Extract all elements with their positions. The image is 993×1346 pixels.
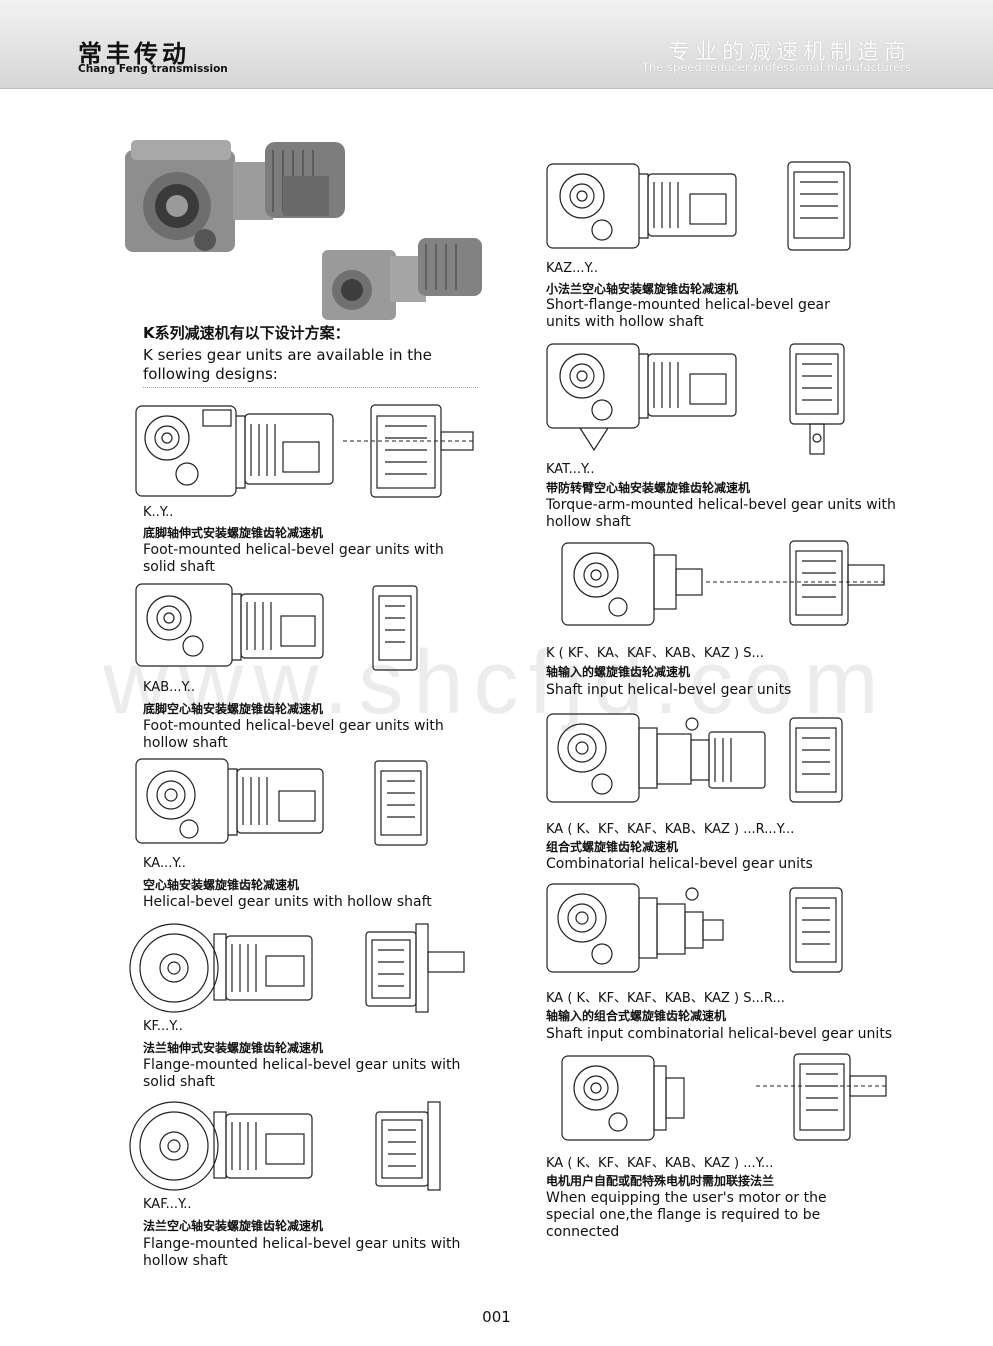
drawing-kab-y [135,583,418,671]
intro-heading-en: K series gear units are available in the… [143,346,432,383]
design-code: K ( KF、KA、KAF、KAB、KAZ ) S... [546,646,764,661]
slogan-cn: 专业的减速机制造商 [667,40,911,65]
design-code: K..Y.. [143,505,174,520]
design-code: KAF...Y.. [143,1197,192,1212]
page-header: 常丰传动 Chang Feng transmission 专业的减速机制造商 T… [0,0,993,89]
design-code: KF...Y.. [143,1019,183,1034]
design-name-en: Flange-mounted helical-bevel gear units … [143,1236,461,1269]
design-name-en: Foot-mounted helical-bevel gear units wi… [143,542,444,575]
watermark: www.shcfjd.com [103,633,889,733]
design-name-en: Short-flange-mounted helical-bevel gear … [546,297,830,330]
design-name-en: When equipping the user's motor or the s… [546,1190,827,1240]
drawing-kat-y [546,343,845,455]
design-name-cn: 组合式螺旋锥齿轮减速机 [546,840,679,854]
design-name-cn: 法兰空心轴安装螺旋锥齿轮减速机 [143,1219,324,1233]
brand-name-cn: 常丰传动 [78,40,190,68]
design-name-cn: 带防转臂空心轴安装螺旋锥齿轮减速机 [546,481,751,495]
design-name-en: Shaft input combinatorial helical-bevel … [546,1026,893,1042]
design-name-cn: 底脚轴伸式安装螺旋锥齿轮减速机 [143,526,324,540]
design-name-cn: 轴输入的螺旋锥齿轮减速机 [546,665,691,679]
gear-unit-photo-small [322,238,482,320]
drawing-k-s [561,540,886,626]
design-name-cn: 电机用户自配或配特殊电机时需加联接法兰 [546,1174,775,1188]
design-name-cn: 轴输入的组合式螺旋锥齿轮减速机 [546,1009,727,1023]
intro-heading-cn: K系列减速机有以下设计方案： [143,324,350,342]
design-code: KAT...Y.. [546,462,595,477]
drawing-ka-y-flange [561,1053,888,1141]
drawing-ka-y [135,758,428,846]
design-name-en: Flange-mounted helical-bevel gear units … [143,1057,461,1090]
brand-name-en: Chang Feng transmission [78,63,228,75]
slogan-en: The speed reducer professional manufactu… [641,60,911,74]
design-name-cn: 底脚空心轴安装螺旋锥齿轮减速机 [143,702,324,716]
design-code: KAZ...Y.. [546,261,599,276]
design-code: KA ( K、KF、KAF、KAB、KAZ ) ...Y... [546,1156,774,1171]
design-name-en: Torque-arm-mounted helical-bevel gear un… [546,497,896,530]
drawing-kf-y [129,923,465,1013]
design-name-en: Shaft input helical-bevel gear units [546,682,792,698]
design-name-cn: 小法兰空心轴安装螺旋锥齿轮减速机 [546,282,739,296]
intro-divider [143,387,478,388]
design-name-en: Foot-mounted helical-bevel gear units wi… [143,718,444,751]
design-name-en: Combinatorial helical-bevel gear units [546,856,813,872]
drawing-k-y [135,404,475,498]
drawing-ka-r-y [546,713,843,803]
design-name-en: Helical-bevel gear units with hollow sha… [143,894,432,910]
design-name-cn: 空心轴安装螺旋锥齿轮减速机 [143,878,300,892]
design-code: KAB...Y.. [143,680,196,695]
drawing-kaf-y [129,1101,441,1191]
drawing-ka-s-r [546,883,843,973]
design-code: KA ( K、KF、KAF、KAB、KAZ ) S...R... [546,991,785,1006]
drawing-kaz-y [546,161,851,251]
design-name-cn: 法兰轴伸式安装螺旋锥齿轮减速机 [143,1041,324,1055]
design-code: KA...Y.. [143,856,186,871]
page-number: 001 [482,1308,511,1326]
design-code: KA ( K、KF、KAF、KAB、KAZ ) ...R...Y... [546,822,795,837]
gear-unit-photo-large [125,140,345,252]
